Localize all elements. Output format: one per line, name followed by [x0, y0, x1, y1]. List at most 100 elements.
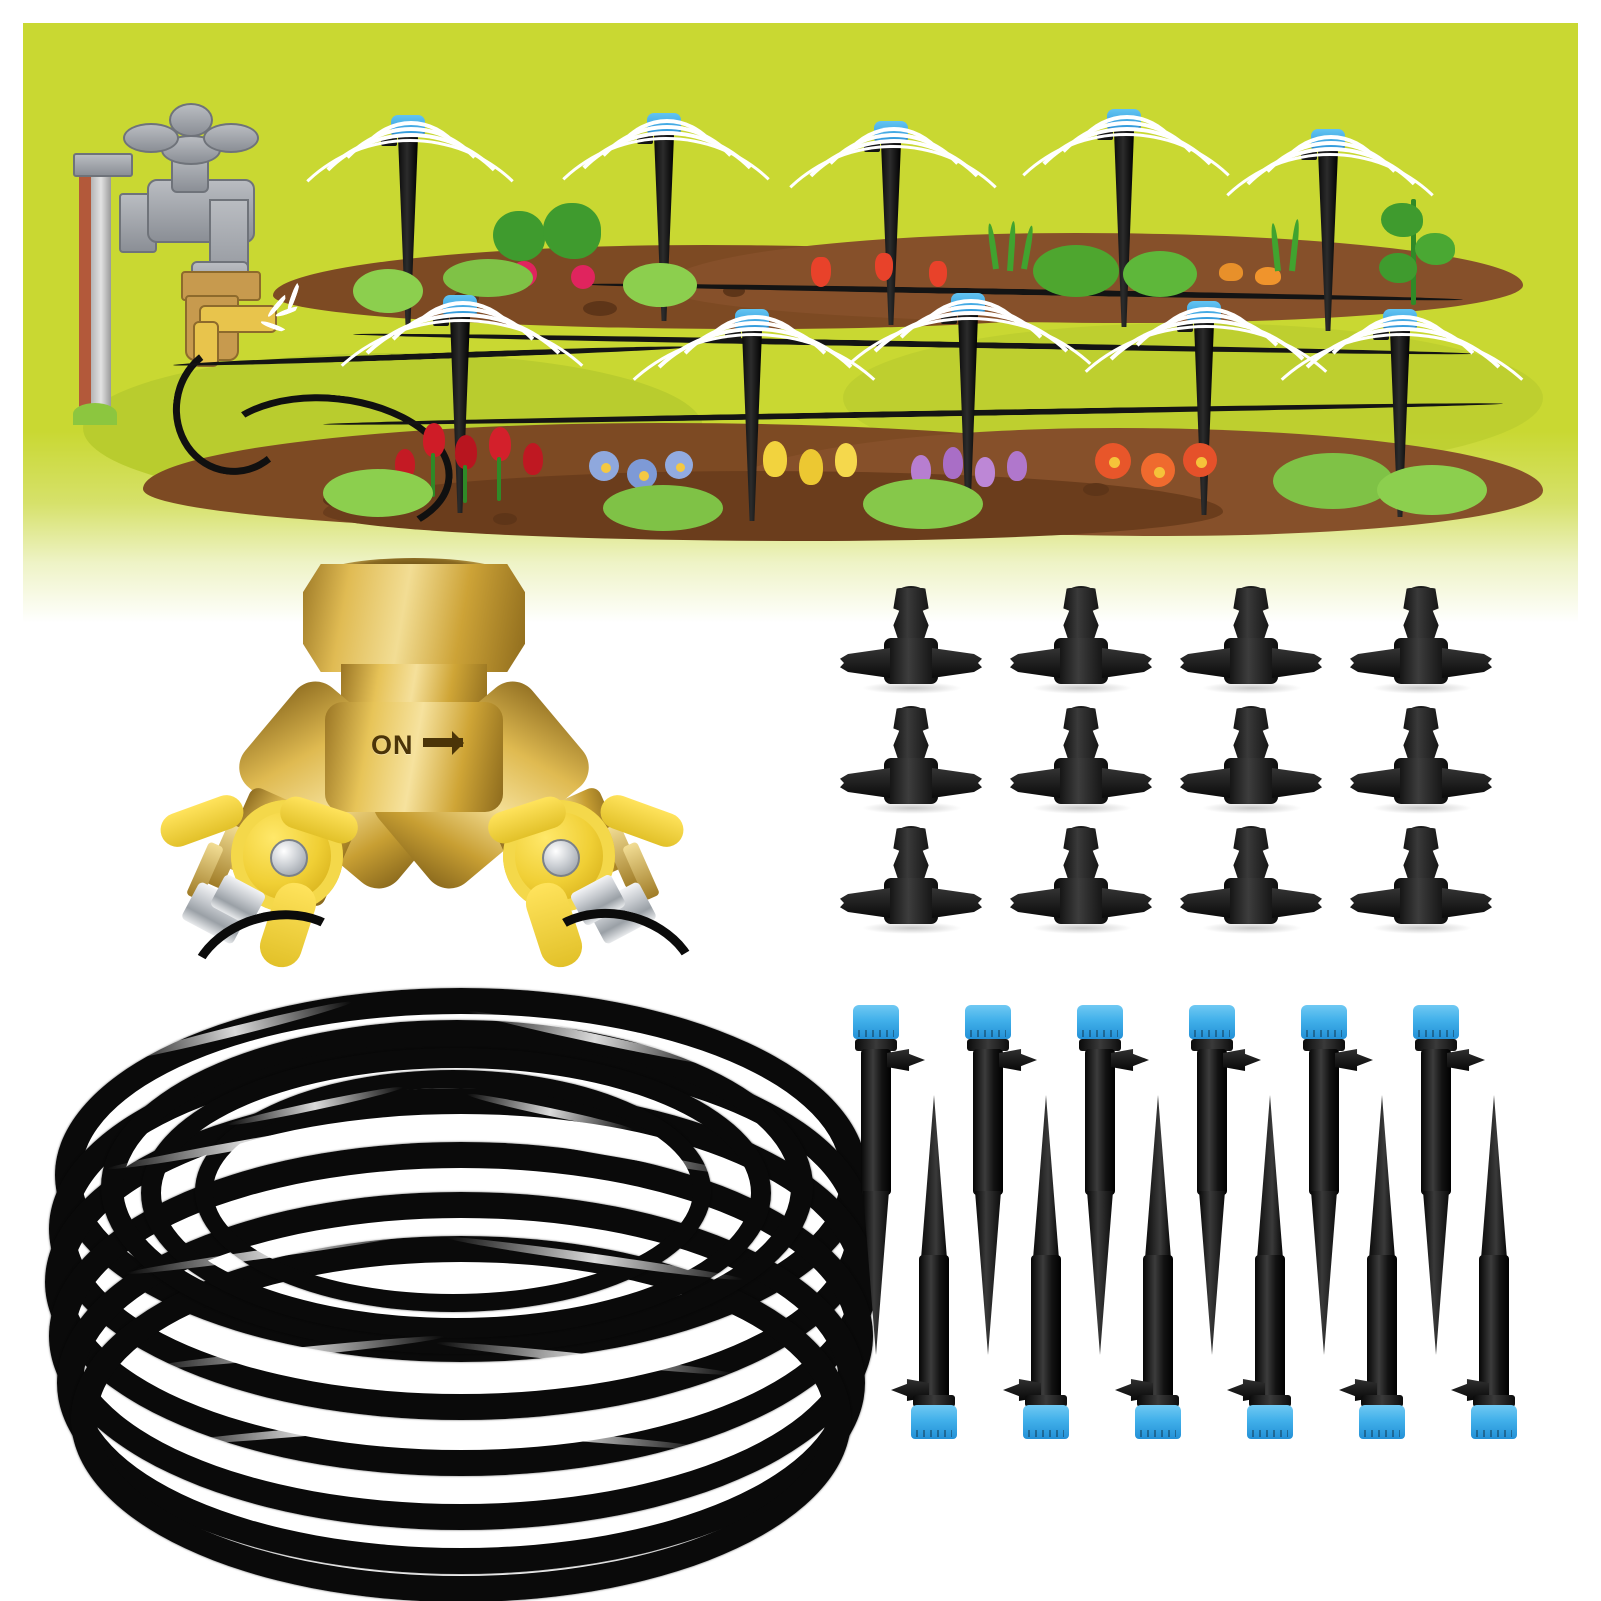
tee-right-barb — [1442, 888, 1492, 918]
flower-center — [601, 463, 611, 473]
on-marking: ON — [371, 730, 414, 760]
tee-hub — [1394, 878, 1448, 924]
plant-radish — [571, 265, 595, 289]
plant-flower-bush — [353, 269, 423, 313]
scene-sprinkler — [803, 293, 1137, 513]
water-arc — [981, 133, 1271, 407]
tee-shadow — [1202, 922, 1302, 934]
flower-red-tulip — [455, 435, 477, 469]
tee-connector[interactable] — [1006, 706, 1156, 814]
sprinkler-cap-icon[interactable] — [965, 1005, 1011, 1039]
stake-spike — [1087, 1191, 1113, 1355]
stake-spike — [863, 1191, 889, 1355]
sprinkler-cap-icon[interactable] — [853, 1005, 899, 1039]
tee-connector[interactable] — [1006, 586, 1156, 694]
flower-purple-crocus — [911, 455, 931, 485]
water-arc — [547, 131, 787, 375]
stake-collar — [1249, 1395, 1291, 1407]
tee-left-barb — [840, 768, 890, 798]
tee-hub — [1224, 638, 1278, 684]
water-arc — [683, 315, 827, 487]
water-arc — [619, 327, 891, 583]
plant-carrot — [1219, 263, 1243, 281]
scene-sprinkler — [1039, 301, 1373, 515]
post-cap — [73, 153, 133, 177]
sprinkler-cap-icon[interactable] — [911, 1405, 957, 1439]
sprinkler-cap-icon[interactable] — [1077, 1005, 1123, 1039]
water-arc — [1331, 315, 1475, 487]
water-arc — [1071, 319, 1343, 575]
tee-hub — [1224, 758, 1278, 804]
plant-beet-greens — [493, 211, 545, 261]
tee-right-barb — [1442, 768, 1492, 798]
flower-center — [676, 463, 685, 472]
stake-tube — [1479, 1255, 1509, 1401]
sprinkler-cap-icon[interactable] — [1023, 1405, 1069, 1439]
tee-hub — [1394, 638, 1448, 684]
water-arc — [899, 299, 1043, 471]
tee-connector[interactable] — [1346, 586, 1496, 694]
plant-flower-bush — [1273, 453, 1393, 509]
scene-sprinkler — [1185, 129, 1475, 331]
tee-shadow — [1202, 802, 1302, 814]
sprinkler-cap-icon[interactable] — [1189, 1005, 1235, 1039]
tee-left-barb — [1010, 768, 1060, 798]
tee-hub — [884, 638, 938, 684]
plant-shrub — [1123, 251, 1197, 297]
plant-flower-bush — [863, 479, 983, 529]
stake-inlet-barb — [999, 1049, 1037, 1071]
drip-tubing-coil — [45, 890, 877, 1601]
tee-hub — [884, 758, 938, 804]
tee-right-barb — [932, 888, 982, 918]
tee-connector[interactable] — [1006, 826, 1156, 934]
plant-pepper — [875, 253, 893, 281]
water-arc — [1235, 333, 1569, 623]
scene-sprinkler — [587, 309, 921, 521]
flower-center — [639, 471, 649, 481]
tee-connector[interactable] — [1176, 586, 1326, 694]
flower-red-tulip — [523, 443, 543, 475]
sprinkler-cap-icon[interactable] — [1135, 1405, 1181, 1439]
water-arc — [748, 145, 1038, 419]
tee-connector[interactable] — [1176, 826, 1326, 934]
sprinkler-cap-icon[interactable] — [1413, 1005, 1459, 1039]
tubing-loop — [195, 1070, 711, 1312]
plant-pepper — [811, 257, 831, 287]
sprinkler-cap-icon[interactable] — [1301, 1005, 1347, 1039]
stake-tube — [919, 1255, 949, 1401]
sprinkler-cap-icon[interactable] — [1247, 1405, 1293, 1439]
tee-connector[interactable] — [836, 586, 986, 694]
tee-hub — [1054, 638, 1108, 684]
tee-connector[interactable] — [836, 706, 986, 814]
flower-purple-crocus — [1007, 451, 1027, 481]
stake-inlet-barb — [1111, 1049, 1149, 1071]
tee-right-barb — [1102, 768, 1152, 798]
tee-right-barb — [1272, 888, 1322, 918]
stake-inlet-barb — [1335, 1049, 1373, 1071]
tee-connector[interactable] — [1346, 826, 1496, 934]
water-arc — [295, 319, 629, 611]
water-arc — [587, 333, 921, 623]
tee-connector[interactable] — [1176, 706, 1326, 814]
sprinkler-cap-icon[interactable] — [1359, 1405, 1405, 1439]
tee-connector[interactable] — [836, 826, 986, 934]
stake-tube — [1031, 1255, 1061, 1401]
stake-spike — [1033, 1095, 1059, 1259]
sprinkler-stake-set — [845, 975, 1545, 1495]
flower-stem — [463, 465, 467, 503]
hose-nozzle-trigger — [193, 321, 219, 367]
stake-tube — [1367, 1255, 1397, 1401]
water-arc — [391, 301, 535, 473]
sprinkler-cap-icon[interactable] — [1471, 1405, 1517, 1439]
tee-connector[interactable] — [1346, 706, 1496, 814]
tee-shadow — [1032, 682, 1132, 694]
flower-purple-crocus — [975, 457, 995, 487]
stake-collar — [1025, 1395, 1067, 1407]
water-arc — [826, 127, 962, 295]
tee-shadow — [1372, 802, 1472, 814]
tee-left-barb — [840, 648, 890, 678]
flow-direction-arrow-icon — [423, 731, 464, 755]
water-arc — [835, 311, 1107, 567]
plant-shrub — [1033, 245, 1119, 297]
stake-spike — [975, 1191, 1001, 1355]
